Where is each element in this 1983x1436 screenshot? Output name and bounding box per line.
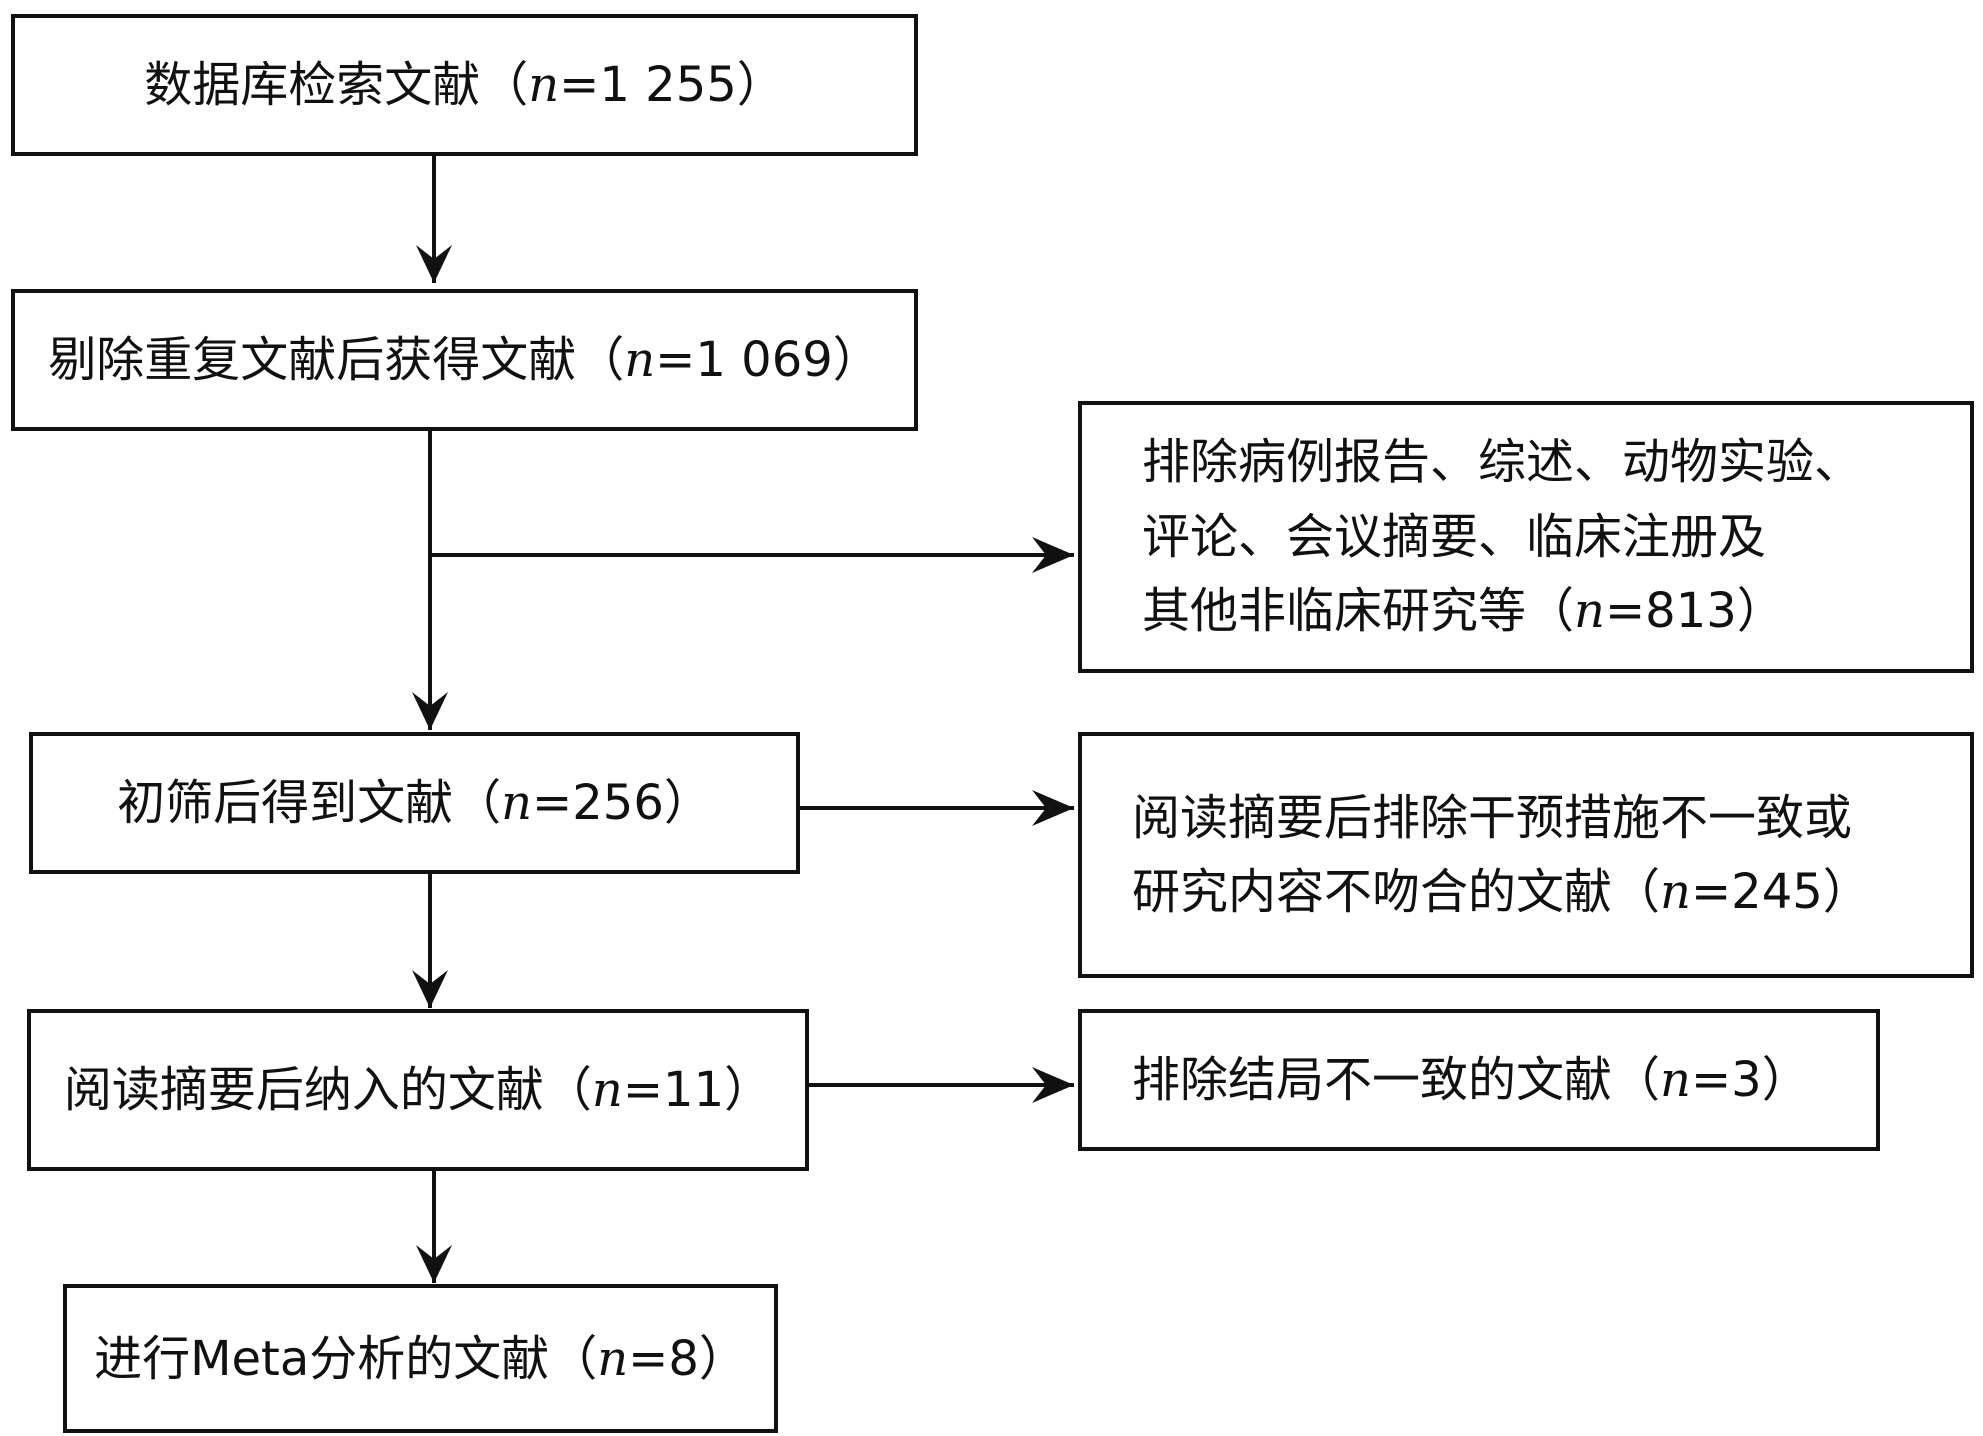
included-abstract-text: 阅读摘要后纳入的文献（n=11）	[63, 1062, 773, 1118]
deduplicated-text: 剔除重复文献后获得文献（n=1 069）	[48, 332, 881, 388]
excluded-nonclinical-box: 排除病例报告、综述、动物实验、 评论、会议摘要、临床注册及 其他非临床研究等（n…	[1078, 401, 1974, 673]
excluded-outcome-text: 排除结局不一致的文献（n=3）	[1132, 1052, 1810, 1108]
meta-analysis-box: 进行Meta分析的文献（n=8）	[63, 1284, 778, 1433]
database-search-box: 数据库检索文献（n=1 255）	[11, 14, 918, 156]
screened-box: 初筛后得到文献（n=256）	[29, 732, 800, 874]
database-search-text: 数据库检索文献（n=1 255）	[144, 57, 785, 113]
excluded-nonclinical-line-2: 评论、会议摘要、临床注册及	[1142, 508, 1767, 565]
deduplicated-box: 剔除重复文献后获得文献（n=1 069）	[11, 289, 918, 431]
included-abstract-box: 阅读摘要后纳入的文献（n=11）	[27, 1009, 809, 1171]
excluded-abstract-box: 阅读摘要后排除干预措施不一致或 研究内容不吻合的文献（n=245）	[1078, 732, 1974, 978]
excluded-abstract-line-2: 研究内容不吻合的文献（n=245）	[1132, 864, 1871, 920]
excluded-nonclinical-line-3: 其他非临床研究等（n=813）	[1142, 583, 1785, 640]
excluded-nonclinical-line-1: 排除病例报告、综述、动物实验、	[1142, 434, 1863, 491]
excluded-outcome-box: 排除结局不一致的文献（n=3）	[1078, 1009, 1880, 1151]
excluded-abstract-line-1: 阅读摘要后排除干预措施不一致或	[1132, 789, 1853, 846]
screened-text: 初筛后得到文献（n=256）	[117, 775, 712, 831]
meta-analysis-text: 进行Meta分析的文献（n=8）	[94, 1330, 747, 1387]
